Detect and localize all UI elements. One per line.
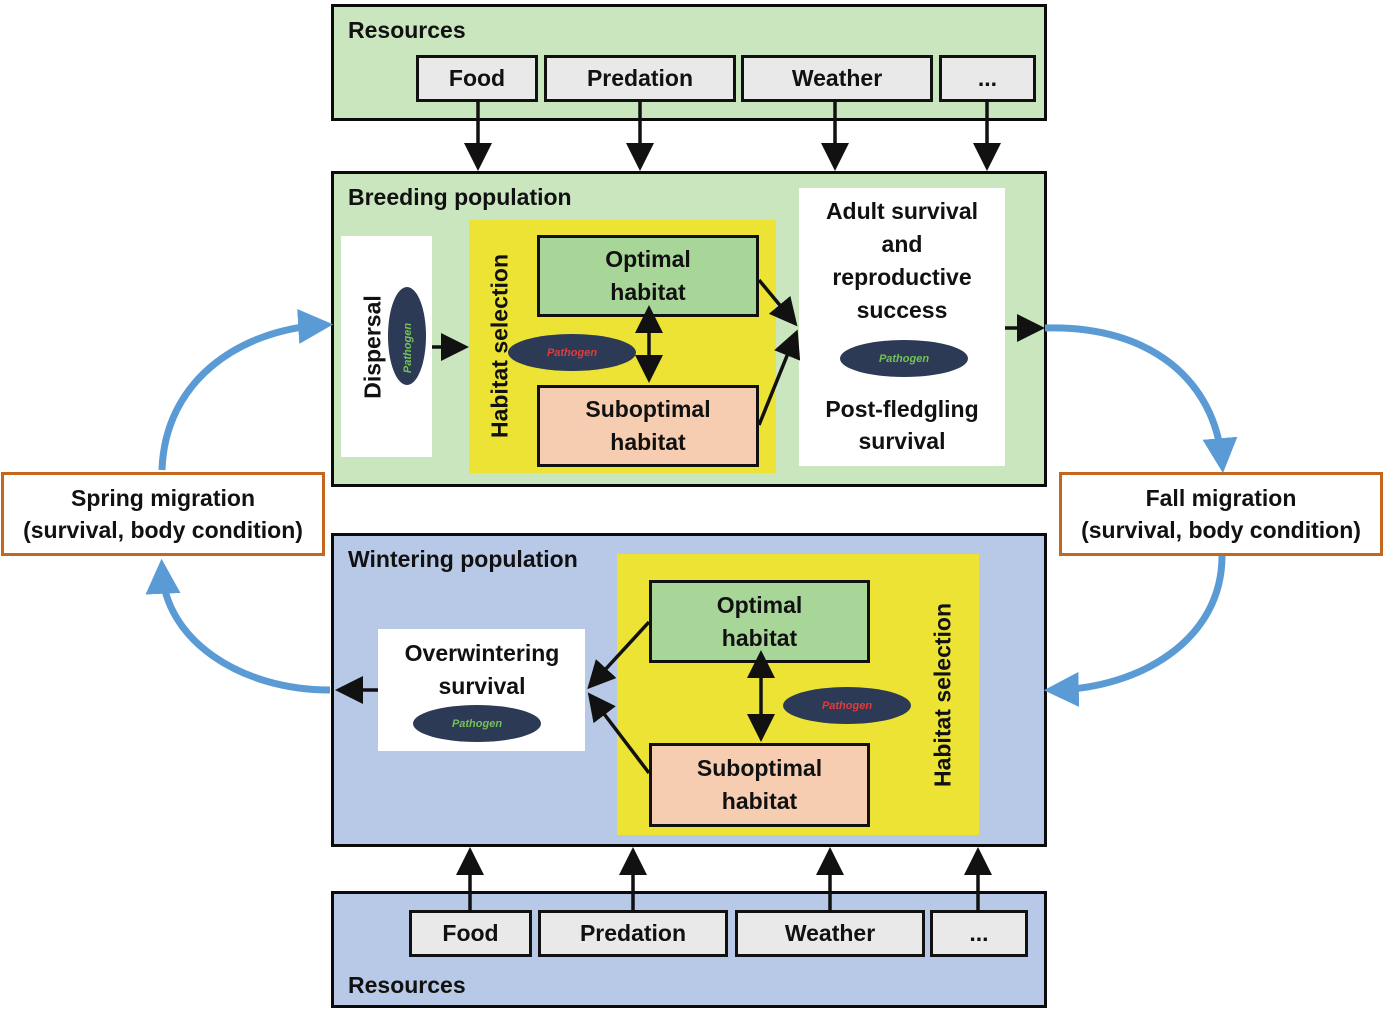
bottom-resource-arrows xyxy=(456,847,992,910)
bottom-resource-more: ... xyxy=(930,910,1028,957)
top-resource-food: Food xyxy=(416,55,538,102)
pathogen-breeding-habitat: Pathogen xyxy=(508,334,636,371)
top-resource-more: ... xyxy=(939,55,1036,102)
top-resources-title: Resources xyxy=(348,17,466,43)
spring-migration-detail: (survival, body condition) xyxy=(23,517,303,543)
breeding-population-title: Breeding population xyxy=(348,184,572,210)
top-resource-arrows xyxy=(464,102,1001,171)
wintering-optimal-habitat: Optimal habitat xyxy=(649,580,870,663)
top-resource-weather: Weather xyxy=(741,55,933,102)
spring-migration-box: Spring migration (survival, body conditi… xyxy=(1,472,325,556)
bottom-resource-weather: Weather xyxy=(735,910,925,957)
breeding-suboptimal-habitat: Suboptimal habitat xyxy=(537,385,759,467)
pathogen-dispersal xyxy=(388,287,426,385)
breeding-flow-arrows xyxy=(432,278,1045,426)
adult-survival-label: Adult survival and reproductive success xyxy=(825,198,979,323)
post-fledgling-label: Post-fledgling survival xyxy=(825,396,979,454)
bottom-resource-food: Food xyxy=(409,910,532,957)
top-resource-predation: Predation xyxy=(544,55,736,102)
adult-survival-box xyxy=(799,188,1005,466)
migration-cycle-arrows xyxy=(145,308,1238,707)
overwintering-label: Overwintering survival xyxy=(404,640,560,699)
fall-migration-detail: (survival, body condition) xyxy=(1081,517,1361,543)
bottom-resources-title: Resources xyxy=(348,972,466,998)
wintering-flow-arrows xyxy=(335,620,775,775)
fall-migration-title: Fall migration xyxy=(1145,485,1297,511)
spring-migration-title: Spring migration xyxy=(71,485,255,511)
bottom-resource-predation: Predation xyxy=(538,910,728,957)
wintering-suboptimal-habitat: Suboptimal habitat xyxy=(649,743,870,827)
pathogen-adult-survival: Pathogen xyxy=(840,340,968,377)
pathogen-wintering-habitat: Pathogen xyxy=(783,687,911,724)
fall-migration-box: Fall migration (survival, body condition… xyxy=(1059,472,1383,556)
pathogen-overwintering: Pathogen xyxy=(413,705,541,742)
wintering-population-title: Wintering population xyxy=(348,546,578,572)
